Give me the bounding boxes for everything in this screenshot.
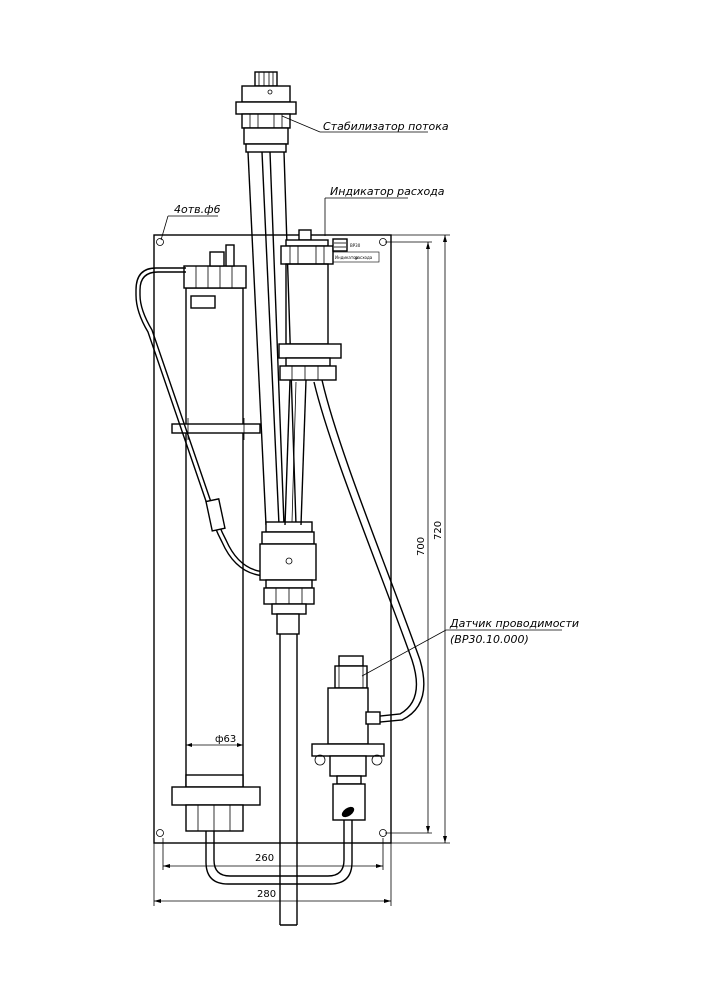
label-flow-indicator: Индикатор расхода	[330, 185, 445, 198]
bottom-u-tube	[205, 820, 353, 885]
label-conductivity-sensor: Датчик проводимости	[449, 617, 579, 630]
label-flow-stabilizer: Стабилизатор потока	[323, 120, 449, 133]
dim-width-inner: 260	[255, 853, 274, 864]
dim-height-outer: 720	[433, 521, 444, 540]
drain-pipe	[279, 634, 298, 926]
label-holes: 4отв.ф6	[174, 203, 221, 216]
left-tube	[135, 267, 269, 577]
plate-text-3: расхода	[355, 255, 373, 260]
conductivity-sensor	[311, 655, 385, 821]
flow-indicator: ВР30 Индикатор расхода	[278, 229, 380, 381]
plate-text-2: Индикатор	[335, 255, 359, 260]
dim-width-outer: 280	[257, 889, 276, 900]
plate-text-1: ВР30	[350, 243, 361, 248]
filter-column	[171, 244, 261, 832]
central-block	[259, 531, 317, 635]
flow-stabilizer	[235, 71, 297, 153]
label-sensor-code: (ВР30.10.000)	[450, 633, 529, 646]
dim-diameter: ф63	[215, 734, 236, 745]
dimension-lines	[153, 234, 450, 906]
indicator-pipes	[284, 379, 425, 723]
leaders	[160, 115, 562, 677]
dim-height-inner: 700	[416, 537, 427, 556]
